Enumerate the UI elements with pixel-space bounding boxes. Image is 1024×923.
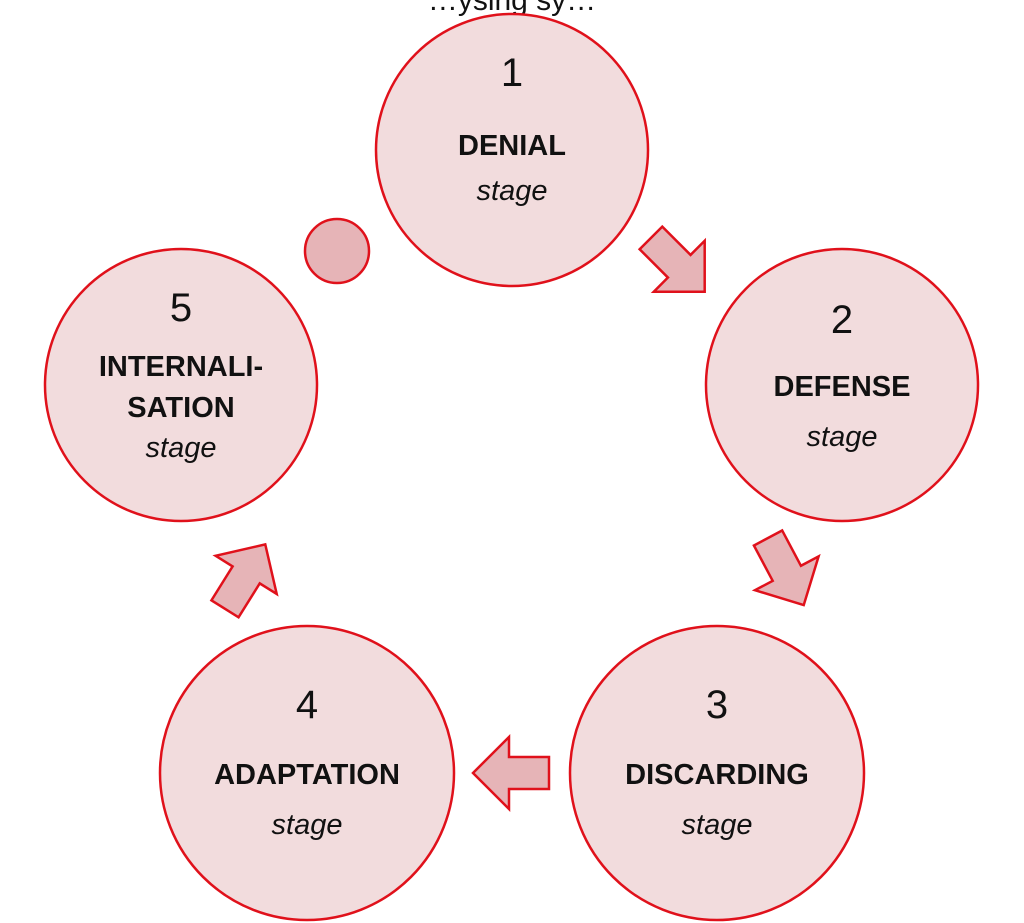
arrow-icon	[209, 542, 279, 620]
stage-title: ADAPTATION	[214, 759, 400, 791]
stage-number: 5	[170, 286, 192, 330]
stage-subtitle: stage	[146, 432, 217, 464]
stage-number: 4	[296, 683, 318, 727]
stage-subtitle: stage	[272, 809, 343, 841]
arrow-icon	[751, 528, 821, 607]
stage-number: 1	[501, 51, 523, 95]
stage-circle	[158, 624, 456, 922]
stage-number: 2	[831, 298, 853, 342]
connector-4-5-arrow	[209, 542, 279, 620]
stage-circle	[568, 624, 866, 922]
stage-title-line-2: SATION	[127, 392, 234, 424]
stage-4-node: 4 ADAPTATION stage	[158, 624, 456, 922]
stage-1-node: 1 DENIAL stage	[374, 12, 650, 288]
arrow-icon	[471, 733, 551, 813]
stage-subtitle: stage	[477, 175, 548, 207]
stage-subtitle: stage	[807, 421, 878, 453]
stage-circle	[374, 12, 650, 288]
arrow-icon	[637, 224, 706, 293]
stage-subtitle: stage	[682, 809, 753, 841]
connector-3-4-arrow	[471, 733, 551, 813]
connector-5-1-dot	[303, 217, 371, 285]
stage-circle	[43, 247, 319, 523]
stage-2-node: 2 DEFENSE stage	[704, 247, 980, 523]
connector-1-2-arrow	[637, 224, 706, 293]
stage-5-node: 5 INTERNALI- SATION stage	[43, 247, 319, 523]
connector-2-3-arrow	[751, 528, 821, 607]
stage-number: 3	[706, 683, 728, 727]
stage-title-line-1: INTERNALI-	[99, 351, 263, 383]
stage-3-node: 3 DISCARDING stage	[568, 624, 866, 922]
header-fragment: …ysing sy…	[428, 0, 596, 17]
stage-title: DISCARDING	[625, 759, 809, 791]
stage-title: DENIAL	[458, 130, 566, 162]
stage-circle	[704, 247, 980, 523]
stage-title: DEFENSE	[774, 371, 911, 403]
